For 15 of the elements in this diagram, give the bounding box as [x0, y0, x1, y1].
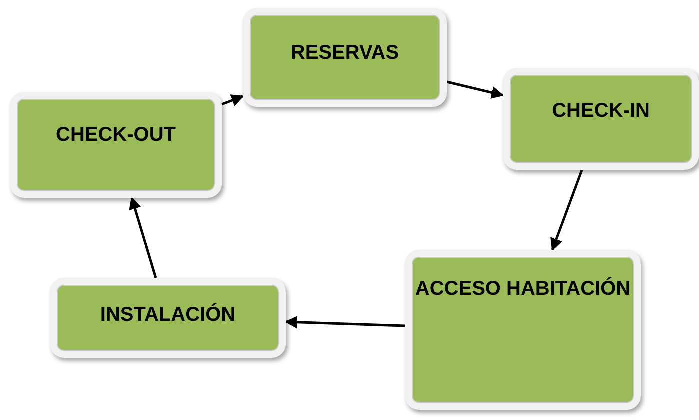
arrow — [222, 94, 244, 106]
box-label: CHECK-IN — [552, 99, 650, 124]
process-box — [503, 68, 699, 170]
arrow — [446, 80, 504, 99]
arrow — [550, 170, 584, 252]
box-label: RESERVAS — [290, 41, 400, 66]
box-label: INSTALACIÓN — [100, 302, 236, 328]
process-box — [243, 8, 447, 107]
box-label: CHECK-OUT — [56, 123, 176, 148]
process-box — [405, 250, 641, 410]
box-label: ACCESO HABITACIÓN — [415, 276, 631, 302]
arrow — [284, 316, 406, 329]
process-box — [10, 92, 222, 198]
arrow — [129, 196, 158, 278]
process-box — [50, 278, 286, 358]
